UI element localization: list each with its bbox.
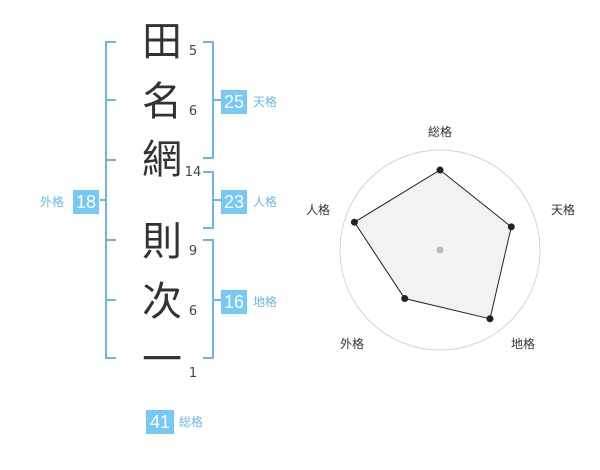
stroke-count-3: 14 — [184, 165, 202, 180]
gaikaku-label: 外格 — [40, 195, 65, 209]
radar-center-dot — [436, 246, 444, 254]
chikaku-label: 地格 — [253, 295, 278, 309]
radar-label-soukaku: 総格 — [428, 125, 453, 139]
name-char-2: 名 — [142, 79, 182, 125]
stroke-count-6: 1 — [188, 366, 198, 381]
soukaku-badge: 41 — [146, 410, 174, 434]
radar-label-jinkaku: 人格 — [306, 203, 331, 217]
radar-points — [350, 166, 515, 323]
stroke-count-1: 5 — [188, 44, 198, 59]
radar-point — [436, 166, 444, 174]
name-char-6: 一 — [142, 337, 182, 383]
stroke-count-2: 6 — [188, 104, 198, 119]
radar-label-gaikaku: 外格 — [340, 337, 365, 351]
radar-point — [350, 218, 358, 226]
name-char-4: 則 — [142, 219, 182, 265]
radar-shape — [353, 169, 512, 320]
name-char-1: 田 — [142, 19, 182, 65]
radar-label-chikaku: 地格 — [511, 337, 536, 351]
chikaku-badge: 16 — [221, 290, 247, 314]
stroke-count-4: 9 — [188, 244, 198, 259]
radar-point — [507, 223, 515, 231]
jinkaku-badge: 23 — [221, 190, 247, 214]
tenkaku-label: 天格 — [253, 95, 278, 109]
radar-point — [486, 315, 494, 323]
gaikaku-badge: 18 — [73, 190, 99, 214]
stroke-count-5: 6 — [188, 304, 198, 319]
name-char-5: 次 — [142, 279, 182, 325]
tenkaku-badge: 25 — [221, 90, 247, 114]
radar-point — [401, 295, 409, 303]
soukaku-label: 総格 — [179, 415, 204, 429]
radar-label-tenkaku: 天格 — [551, 203, 576, 217]
jinkaku-label: 人格 — [253, 195, 278, 209]
outer-bracket-marks — [106, 99, 116, 301]
name-char-3: 網 — [142, 137, 182, 183]
